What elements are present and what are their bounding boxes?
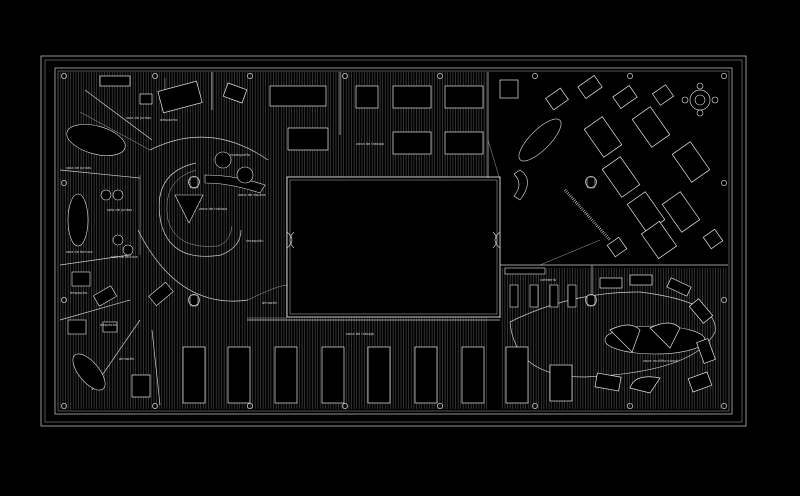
label-sala-de-juntas-left2: sala de juntas [107, 208, 132, 212]
label-reprografia: reprografía [230, 153, 250, 157]
work-desks-top [99, 75, 484, 155]
central-void [286, 176, 501, 318]
label-zona-de-trabajo-center: zona de trabajo [199, 207, 227, 211]
meeting-tables [66, 82, 719, 394]
label-sala-de-lectura: sala de lectura [66, 250, 93, 254]
label-despacho-top: despacho [160, 118, 177, 122]
label-zona-de-espera: zona de espera [238, 193, 266, 197]
work-desks-right [499, 75, 724, 260]
structural-columns [61, 73, 727, 409]
label-zona-multifuncional: zona multifuncional [643, 359, 678, 363]
label-zona-de-trabajo-bottom: zona de trabajo [346, 332, 374, 336]
building-outline [40, 55, 747, 427]
label-cafeteria: cafetería [540, 278, 556, 282]
label-sala-de-juntas-top: sala de juntas [126, 116, 151, 120]
label-almacen-center: almacén [262, 301, 277, 305]
label-sala-de-lectura2: sala de lectura [111, 255, 138, 259]
label-zona-de-trabajo-top: zona de trabajo [356, 142, 384, 146]
reception-desk [158, 162, 266, 257]
label-despacho-left2: despacho [100, 323, 117, 327]
label-sala-de-juntas-left: sala de juntas [66, 166, 91, 170]
chairs [67, 169, 577, 335]
label-recepcion: recepción [246, 239, 264, 243]
work-desks-bottom [131, 274, 716, 404]
room-labels: sala de juntas despacho sala de juntas s… [66, 116, 678, 363]
label-despacho-left: despacho [70, 291, 87, 295]
label-almacen: almacén [119, 357, 134, 361]
